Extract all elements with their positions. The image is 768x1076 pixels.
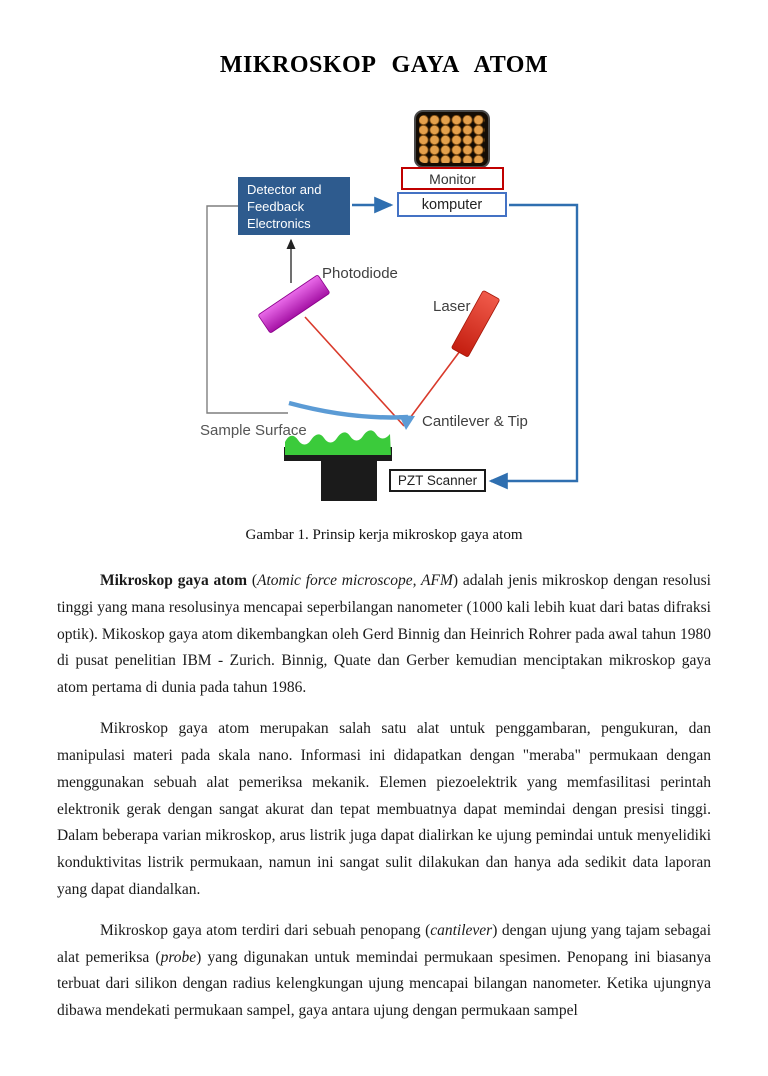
page-title: MIKROSKOP GAYA ATOM <box>219 52 549 78</box>
komputer-box: komputer <box>397 192 507 217</box>
paragraph-1: Mikroskop gaya atom (Atomic force micros… <box>57 568 711 702</box>
sample-surface-label: Sample Surface <box>200 422 307 439</box>
detector-sample-wire <box>206 205 288 414</box>
paragraph-1-body: ) adalah jenis mikroskop dengan resolusi… <box>57 572 711 697</box>
paragraph-3: Mikroskop gaya atom terdiri dari sebuah … <box>57 918 711 1025</box>
paragraph-1-italic: Atomic force microscope, AFM <box>257 572 453 589</box>
laser-beam-incident <box>403 350 461 427</box>
paragraph-2: Mikroskop gaya atom merupakan salah satu… <box>57 720 711 898</box>
sample-surface-shape <box>285 430 391 455</box>
paragraph-3-italic-cantilever: cantilever <box>430 921 493 939</box>
cantilever-tip-label: Cantilever & Tip <box>422 413 528 430</box>
laser-shape <box>451 290 500 357</box>
paragraph-3-c: ) yang digunakan untuk memindai permukaa… <box>57 948 711 1020</box>
photodiode-label: Photodiode <box>322 265 398 282</box>
detector-feedback-label: Detector and Feedback Electronics <box>247 182 322 231</box>
paragraph-3-a: Mikroskop gaya atom terdiri dari sebuah … <box>100 921 431 939</box>
detector-feedback-box: Detector and Feedback Electronics <box>238 177 350 235</box>
cantilever-shape <box>288 400 409 420</box>
monitor-label: Monitor <box>429 170 476 187</box>
pzt-scanner-box: PZT Scanner <box>389 469 486 492</box>
laser-label: Laser <box>433 298 471 315</box>
monitor-label-box: Monitor <box>401 167 504 190</box>
laser-beam-reflected <box>304 316 405 427</box>
paragraph-1-open: ( <box>247 572 258 589</box>
afm-diagram: Detector and Feedback Electronics Monito… <box>0 105 768 515</box>
komputer-label: komputer <box>421 196 483 213</box>
pzt-pedestal <box>321 461 377 501</box>
cantilever-tip <box>399 415 415 430</box>
paragraph-3-italic-probe: probe <box>160 948 197 966</box>
figure-caption: Gambar 1. Prinsip kerja mikroskop gaya a… <box>245 527 523 543</box>
pzt-scanner-label: PZT Scanner <box>397 473 478 488</box>
paragraph-1-lead: Mikroskop gaya atom <box>100 572 248 589</box>
paragraph-3-b: ) dengan ujung yang tajam sebagai alat p… <box>57 921 711 966</box>
photodiode-shape <box>258 275 330 333</box>
feedback-loop-line <box>488 203 579 490</box>
afm-diagram-drawing <box>206 110 579 501</box>
monitor-icon <box>414 110 490 168</box>
